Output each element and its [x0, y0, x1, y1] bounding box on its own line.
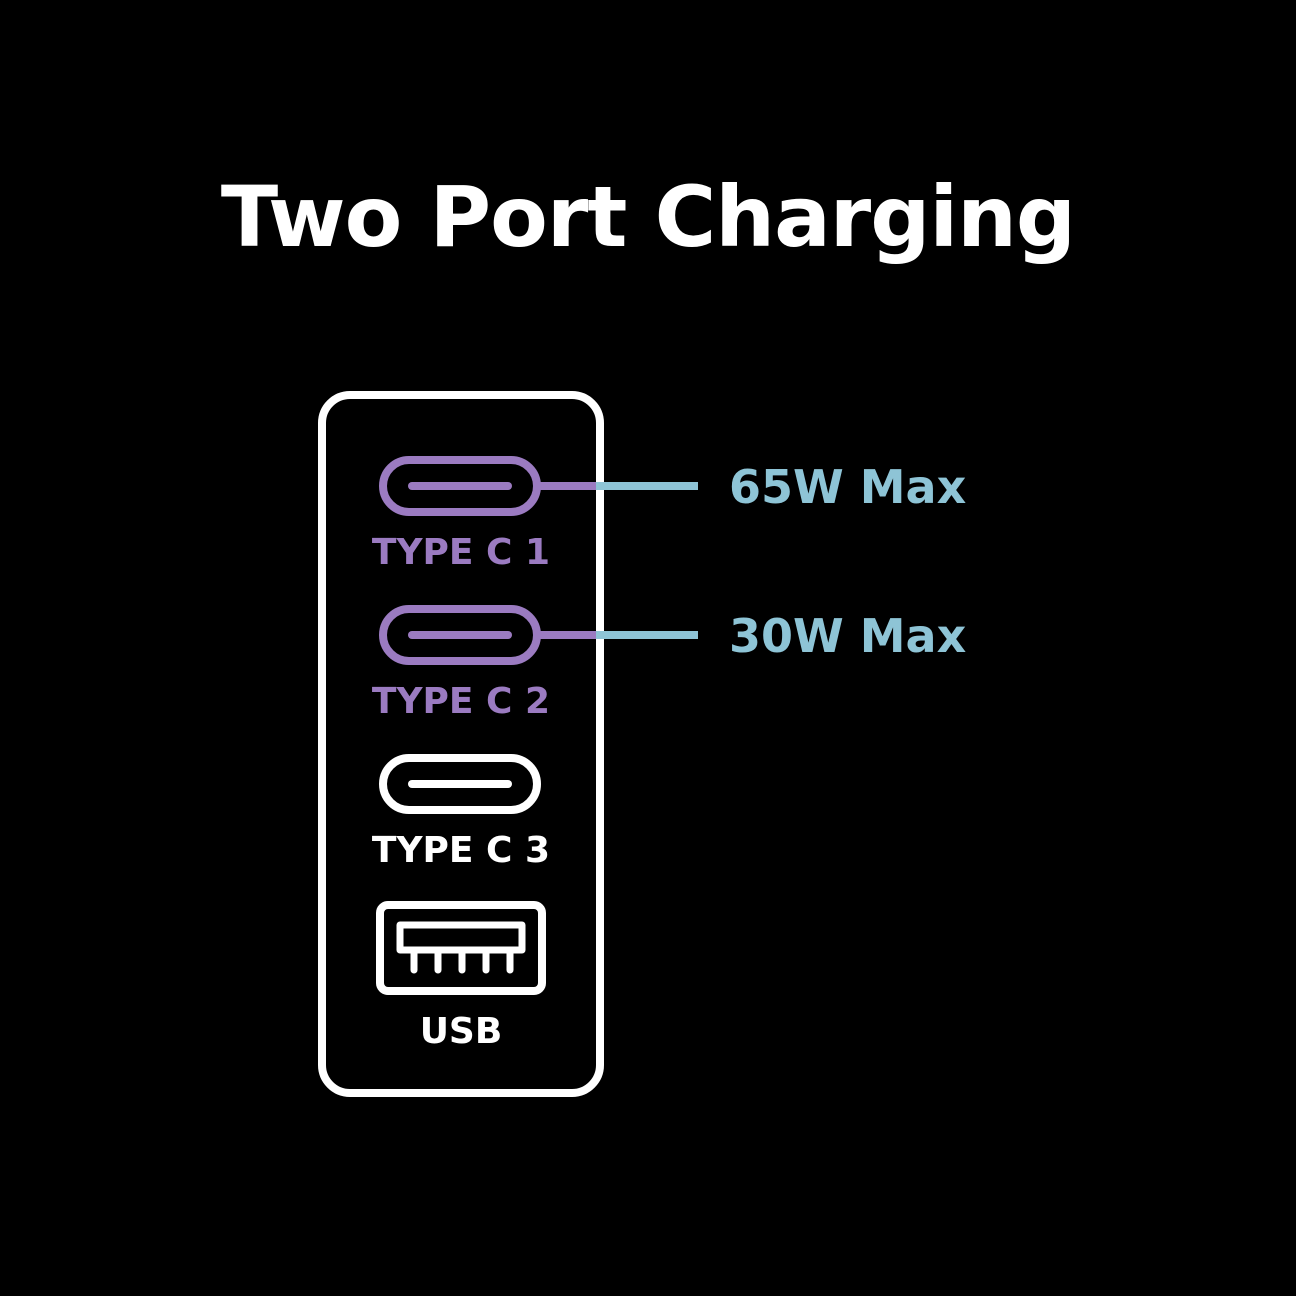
power-label: 30W Max	[729, 609, 966, 663]
usb-a-port-icon	[376, 901, 546, 995]
port-label: TYPE C 2	[372, 681, 550, 722]
port-usb-a: USB	[376, 901, 546, 1052]
charger-body-outline	[318, 391, 604, 1097]
port-label: USB	[420, 1011, 503, 1052]
usb-c-port-icon	[379, 754, 541, 814]
usb-a-port-contacts	[396, 921, 526, 954]
page-title: Two Port Charging	[220, 168, 1076, 266]
port-type-c-3: TYPE C 3	[372, 754, 550, 871]
port-type-c-1: TYPE C 1 65W Max	[372, 456, 966, 573]
port-label: TYPE C 1	[372, 532, 550, 573]
port-type-c-2: TYPE C 2 30W Max	[372, 605, 966, 722]
power-label: 65W Max	[729, 460, 966, 514]
port-label: TYPE C 3	[372, 830, 550, 871]
